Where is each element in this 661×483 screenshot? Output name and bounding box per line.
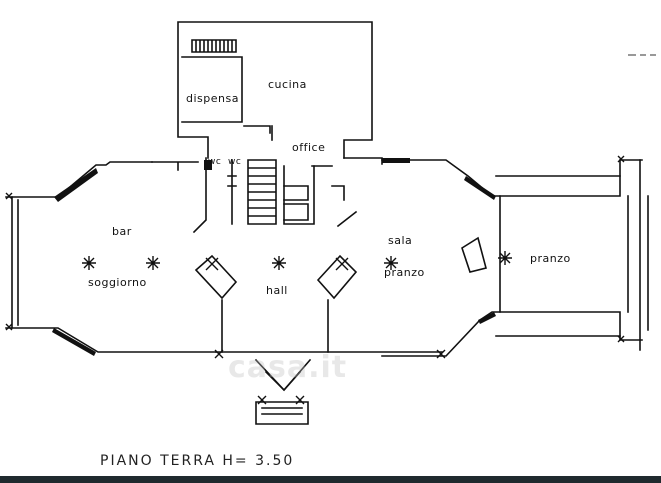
room-label-sala: sala [388, 234, 413, 247]
pantry-wall [181, 56, 243, 123]
room-label-hall: hall [266, 284, 288, 297]
kitchen-walls [177, 21, 373, 159]
column-hall-right [316, 254, 358, 300]
main-stair [247, 159, 277, 225]
service-stair [191, 39, 237, 53]
room-label-soggiorno: soggiorno [88, 276, 147, 289]
room-label-wc-2: wc [228, 157, 242, 167]
bottom-bar [0, 476, 661, 483]
column-hall-left [194, 254, 238, 300]
room-label-sala-pranzo: pranzo [384, 266, 425, 279]
room-label-pranzo: pranzo [530, 252, 571, 265]
room-label-dispensa: dispensa [186, 92, 239, 105]
room-label-cucina: cucina [268, 78, 307, 91]
plan-caption: PIANO TERRA H= 3.50 [100, 453, 295, 469]
room-label-bar: bar [112, 225, 132, 238]
left-wing-walls [11, 161, 217, 353]
room-label-wc: wc [208, 157, 222, 167]
watermark: casa.it [228, 350, 348, 385]
room-label-office: office [292, 141, 326, 154]
